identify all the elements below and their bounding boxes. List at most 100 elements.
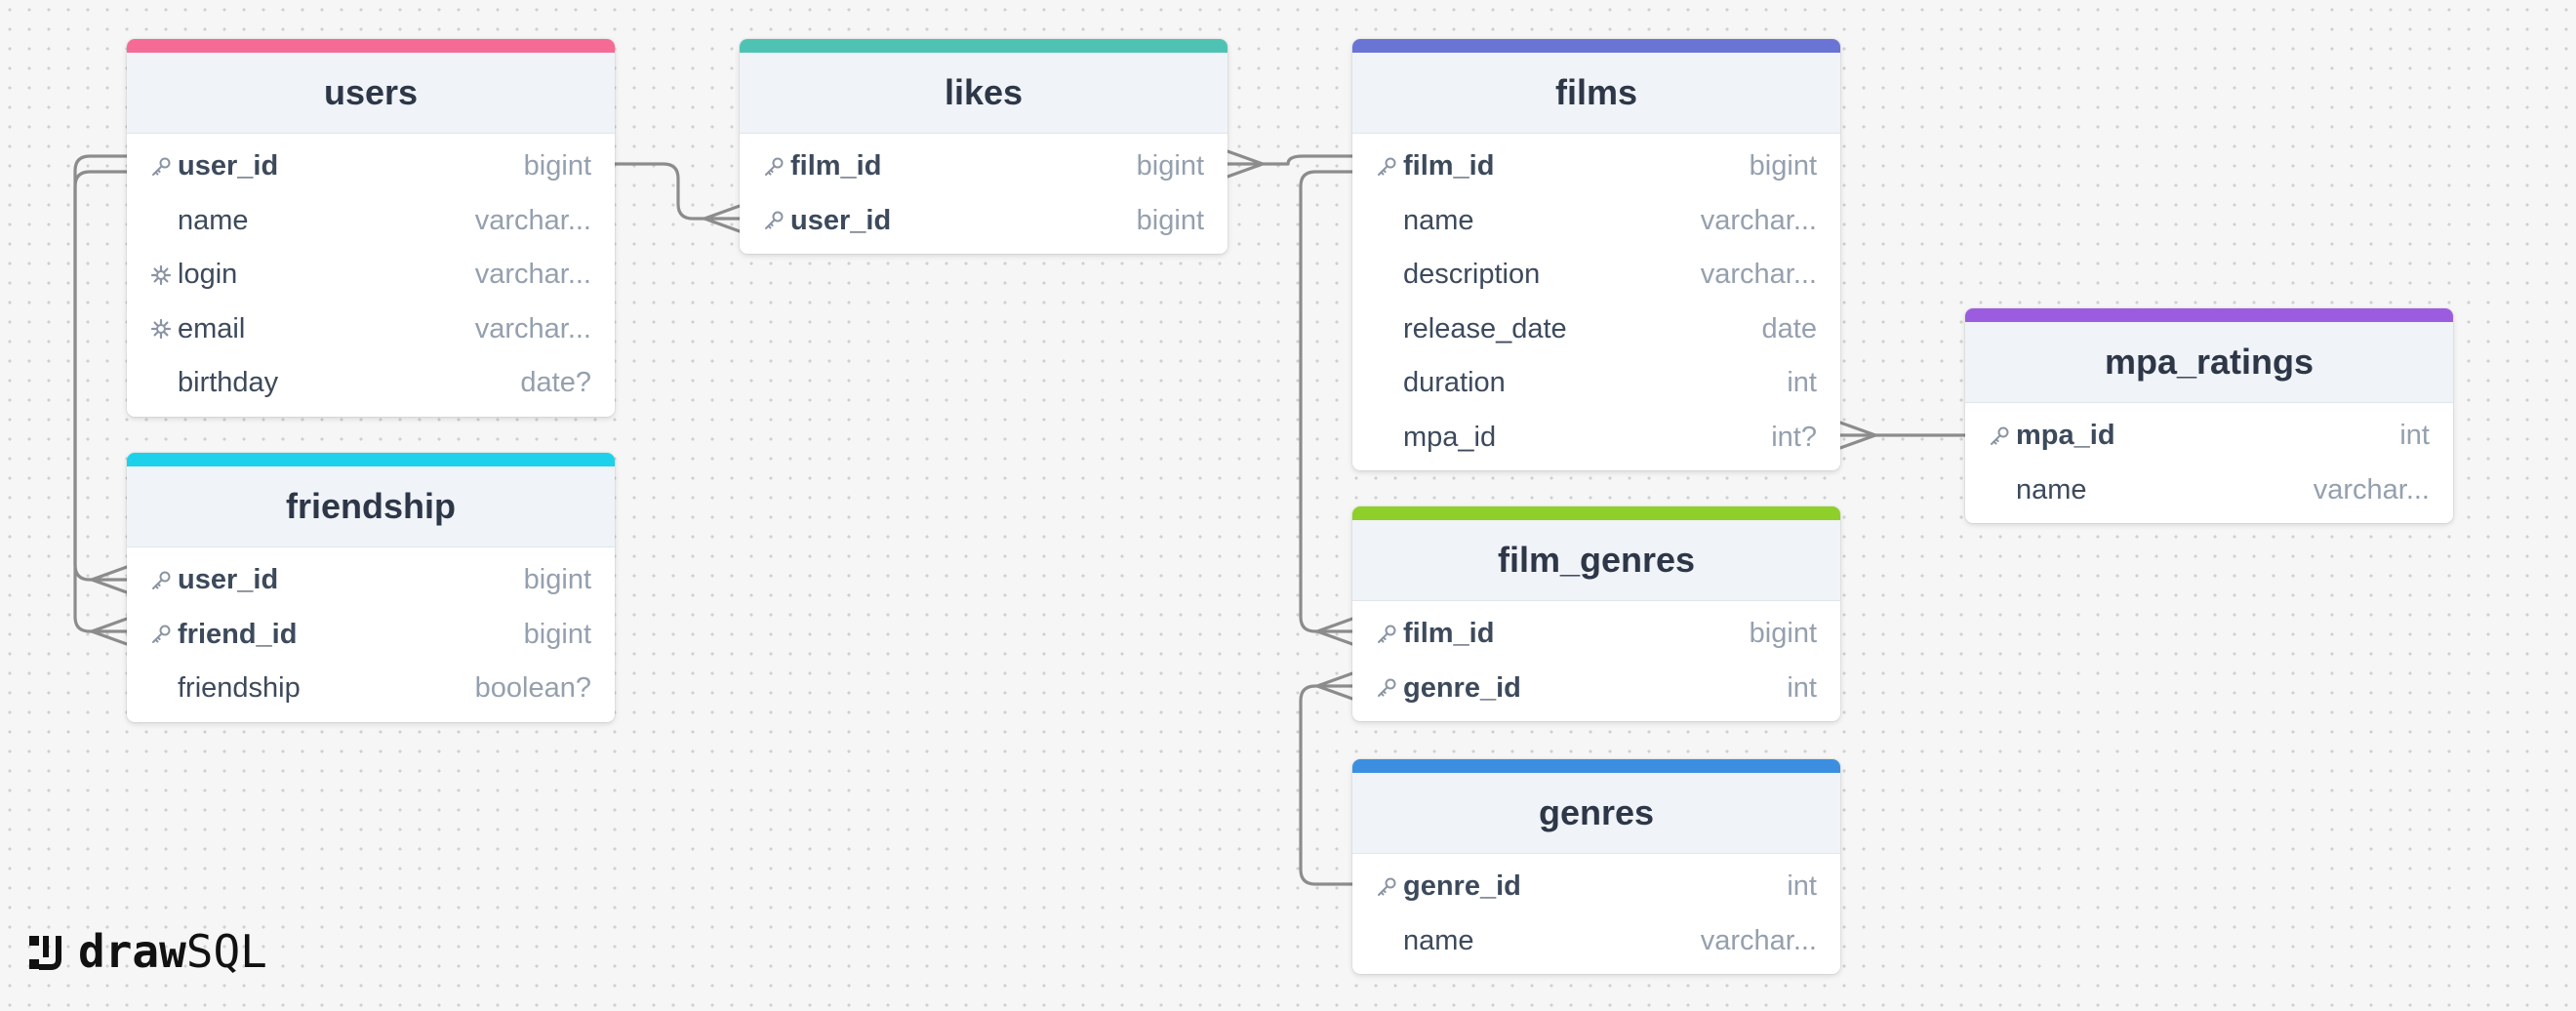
field-name: email [178, 312, 246, 344]
field-name: mpa_id [2016, 420, 2115, 452]
field-type: int [1787, 671, 1817, 704]
field-type: varchar... [474, 312, 591, 344]
logo-text-sql: SQL [185, 925, 267, 978]
key-icon [759, 152, 788, 182]
key-icon [146, 566, 176, 595]
field-type: varchar... [474, 204, 591, 236]
table-title[interactable]: users [127, 53, 615, 134]
drawsql-logo-icon [29, 936, 61, 970]
field-icon-placeholder [1372, 261, 1401, 290]
field-row-description[interactable]: description varchar... [1352, 248, 1840, 303]
connector-films-film-genres [1299, 170, 1354, 633]
table-color-bar [127, 453, 615, 466]
field-row-genre-id[interactable]: genre_id int [1352, 662, 1840, 716]
field-name: mpa_id [1403, 421, 1497, 453]
crowfoot-likes-film-id [1226, 149, 1265, 179]
field-name: duration [1403, 367, 1506, 399]
key-icon [146, 152, 176, 182]
crowfoot-films-mpa-id [1838, 421, 1877, 450]
field-name: user_id [790, 204, 892, 236]
field-icon-placeholder [1372, 369, 1401, 398]
crowfoot-film-genres-film-id [1315, 617, 1354, 646]
connector-genres-film-genres [1299, 684, 1354, 886]
connector-users-friendship-friend [73, 170, 129, 633]
field-row-email[interactable]: email varchar... [127, 303, 615, 357]
field-type: bigint [523, 564, 591, 596]
table-color-bar [1352, 39, 1840, 53]
key-icon [759, 206, 788, 235]
key-icon [1372, 872, 1401, 902]
field-type: int [1787, 367, 1817, 399]
field-type: boolean? [474, 672, 591, 705]
field-name: genre_id [1403, 671, 1521, 704]
field-name: name [1403, 204, 1474, 236]
unique-icon [146, 261, 176, 290]
field-type: varchar... [474, 259, 591, 291]
field-name: friend_id [178, 618, 298, 650]
field-name: film_id [1403, 150, 1495, 182]
field-type: int? [1771, 421, 1817, 453]
table-title[interactable]: genres [1352, 773, 1840, 854]
field-name: user_id [178, 564, 279, 596]
field-row-mpa-id[interactable]: mpa_id int [1965, 409, 2453, 464]
field-icon-placeholder [146, 369, 176, 398]
unique-icon [146, 314, 176, 344]
field-row-mpa-id[interactable]: mpa_id int? [1352, 411, 1840, 465]
key-icon [1985, 422, 2014, 451]
field-type: bigint [1136, 204, 1204, 236]
field-type: varchar... [1700, 259, 1817, 291]
crowfoot-likes-user-id [703, 204, 742, 233]
crowfoot-friendship-user-id [90, 565, 129, 594]
table-color-bar [740, 39, 1228, 53]
field-icon-placeholder [1372, 206, 1401, 235]
field-row-user-id[interactable]: user_id bigint [127, 553, 615, 608]
key-icon [1372, 620, 1401, 649]
field-type: bigint [1136, 150, 1204, 182]
field-name: description [1403, 259, 1541, 291]
field-icon-placeholder [1372, 423, 1401, 452]
table-title[interactable]: film_genres [1352, 520, 1840, 601]
field-type: int [2399, 420, 2430, 452]
table-title[interactable]: mpa_ratings [1965, 322, 2453, 403]
table-title[interactable]: films [1352, 53, 1840, 134]
table-title[interactable]: likes [740, 53, 1228, 134]
field-icon-placeholder [1985, 475, 2014, 505]
field-icon-placeholder [146, 674, 176, 704]
connector-films-likes [1226, 154, 1354, 166]
field-row-user-id[interactable]: user_id bigint [740, 194, 1228, 249]
field-row-duration[interactable]: duration int [1352, 356, 1840, 411]
table-title[interactable]: friendship [127, 466, 615, 547]
crowfoot-film-genres-genre-id [1315, 671, 1354, 701]
field-type: bigint [1749, 150, 1817, 182]
field-row-film-id[interactable]: film_id bigint [1352, 140, 1840, 194]
key-icon [1372, 673, 1401, 703]
field-type: bigint [523, 150, 591, 182]
field-icon-placeholder [146, 206, 176, 235]
